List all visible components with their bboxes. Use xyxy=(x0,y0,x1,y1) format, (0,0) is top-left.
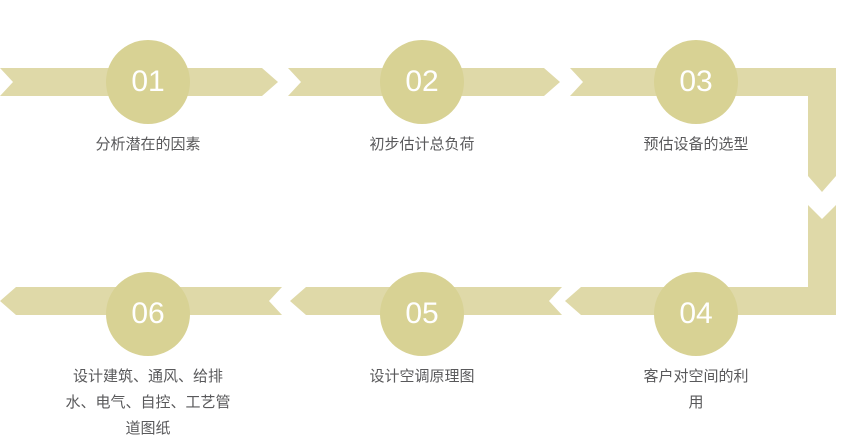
step-number-02: 02 xyxy=(405,65,439,98)
step-circle-03 xyxy=(654,40,738,124)
step-label-05: 设计空调原理图 xyxy=(369,367,475,385)
step-number-06: 06 xyxy=(131,297,165,330)
step-circle-01 xyxy=(106,40,190,124)
step-label-06: 设计建筑、通风、给排 水、电气、自控、工艺管 道图纸 xyxy=(65,367,231,437)
step-circle-04 xyxy=(654,272,738,356)
step-number-03: 03 xyxy=(679,65,713,98)
arrow-connector-03-to-04 xyxy=(714,205,836,315)
step-number-04: 04 xyxy=(679,297,713,330)
step-label-02: 初步估计总负荷 xyxy=(369,135,475,153)
step-circle-02 xyxy=(380,40,464,124)
step-number-05: 05 xyxy=(405,297,439,330)
step-number-01: 01 xyxy=(131,65,165,98)
step-circles xyxy=(106,40,738,356)
step-label-04: 客户对空间的利 用 xyxy=(643,367,749,411)
step-circle-06 xyxy=(106,272,190,356)
step-label-01: 分析潜在的因素 xyxy=(95,135,201,153)
step-label-03: 预估设备的选型 xyxy=(643,135,749,153)
step-circle-05 xyxy=(380,272,464,356)
